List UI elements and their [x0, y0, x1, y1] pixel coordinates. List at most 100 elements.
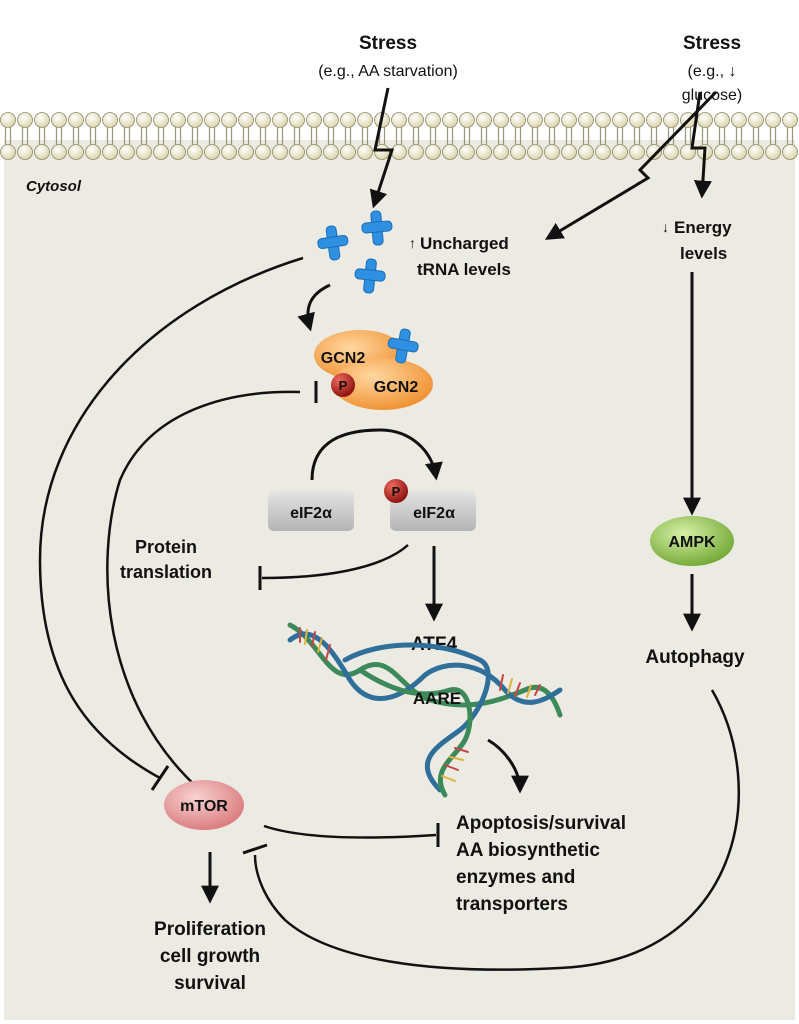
stress-right-subtitle-1: (e.g., ↓ [688, 63, 737, 80]
gcn2-complex: GCN2 GCN2 P [314, 328, 433, 410]
lipid-head [527, 144, 543, 160]
lipid-head [68, 112, 84, 128]
lipid-head [204, 112, 220, 128]
lipid-head [153, 144, 169, 160]
lipid-head [136, 112, 152, 128]
mtor-inhibits-gcn2 [106, 390, 301, 791]
lipid-head [340, 112, 356, 128]
lipid-head [476, 112, 492, 128]
lipid-head [748, 112, 764, 128]
lipid-head [629, 144, 645, 160]
lipid-head [340, 144, 356, 160]
gcn2-label-top: GCN2 [321, 350, 366, 367]
protein-translation-label-1: Protein [135, 537, 197, 557]
lipid-head [289, 112, 305, 128]
gcn2-phospho-label: P [339, 378, 348, 393]
lipid-head [629, 112, 645, 128]
lipid-head [748, 144, 764, 160]
trna-label-1: Uncharged [420, 234, 509, 253]
lipid-head [663, 144, 679, 160]
lipid-head [85, 144, 101, 160]
lipid-head [255, 112, 271, 128]
lipid-head [646, 112, 662, 128]
lipid-head [323, 144, 339, 160]
gcn2-phospho-icon [331, 373, 355, 397]
lipid-head [102, 112, 118, 128]
lipid-head [442, 144, 458, 160]
lipid-head [782, 112, 798, 128]
lipid-head [646, 144, 662, 160]
lipid-head [663, 112, 679, 128]
lipid-head [612, 144, 628, 160]
lipid-head [51, 112, 67, 128]
proliferation-line-1: Proliferation [154, 919, 266, 940]
lipid-head [731, 144, 747, 160]
lipid-head [578, 112, 594, 128]
mtor-node [164, 780, 244, 830]
lipid-head [374, 144, 390, 160]
ampk-label: AMPK [668, 534, 716, 551]
ampk-node [650, 516, 734, 566]
trna-inhibits-mtor [38, 256, 304, 780]
cytosol-label: Cytosol [26, 178, 82, 195]
lipid-head [289, 144, 305, 160]
trna-inhibits-mtor-bar [150, 765, 170, 791]
lipid-head [0, 144, 16, 160]
lipid-head [527, 112, 543, 128]
lipid-head [391, 144, 407, 160]
lipid-head [425, 144, 441, 160]
trna-to-gcn2-arrow [297, 283, 331, 332]
mtor-inhibits-outputs [263, 824, 437, 839]
autophagy-inhibits-mtor-bar [242, 843, 268, 855]
lipid-head [68, 144, 84, 160]
lipid-head [765, 112, 781, 128]
lipid-head [306, 112, 322, 128]
lipid-head [697, 112, 713, 128]
stress-right-signal-arrow-trna [544, 90, 718, 240]
lipid-head [425, 112, 441, 128]
lipid-head [357, 144, 373, 160]
stress-right-title: Stress [683, 33, 741, 54]
lipid-head [238, 144, 254, 160]
outputs-line-3: enzymes and [456, 867, 575, 888]
uncharged-trna-icon [317, 210, 393, 294]
lipid-head [731, 112, 747, 128]
autophagy-inhibits-mtor [253, 689, 740, 971]
lipid-head [221, 144, 237, 160]
lipid-head [0, 112, 16, 128]
lipid-head [221, 112, 237, 128]
lipid-head [595, 112, 611, 128]
lipid-head [204, 144, 220, 160]
lipid-head [238, 112, 254, 128]
outputs-line-2: AA biosynthetic [456, 840, 600, 861]
eif2a-label-right: eIF2α [413, 505, 455, 522]
lipid-head [561, 144, 577, 160]
lipid-head [612, 112, 628, 128]
bound-trna-icon [387, 328, 419, 364]
autophagy-label: Autophagy [645, 647, 745, 668]
lipid-head [323, 112, 339, 128]
stress-right-signal-arrow-energy [690, 91, 712, 199]
lipid-head [391, 112, 407, 128]
lipid-head [408, 144, 424, 160]
lipid-head [85, 112, 101, 128]
aare-label: AARE [413, 689, 461, 708]
stress-left-signal-arrow [369, 87, 395, 209]
lipid-head [595, 144, 611, 160]
lipid-head [510, 144, 526, 160]
cytosol-background [4, 140, 795, 1020]
phosphorylation-arrow [310, 428, 443, 481]
cell-membrane [0, 112, 798, 160]
stress-left-subtitle: (e.g., AA starvation) [318, 63, 458, 80]
lipid-head [187, 112, 203, 128]
lipid-head [306, 144, 322, 160]
lipid-head [153, 112, 169, 128]
lipid-head [544, 144, 560, 160]
lipid-head [255, 144, 271, 160]
lipid-head [493, 144, 509, 160]
lipid-head [714, 112, 730, 128]
lipid-head [578, 144, 594, 160]
lipid-head [408, 112, 424, 128]
lipid-head [17, 144, 33, 160]
